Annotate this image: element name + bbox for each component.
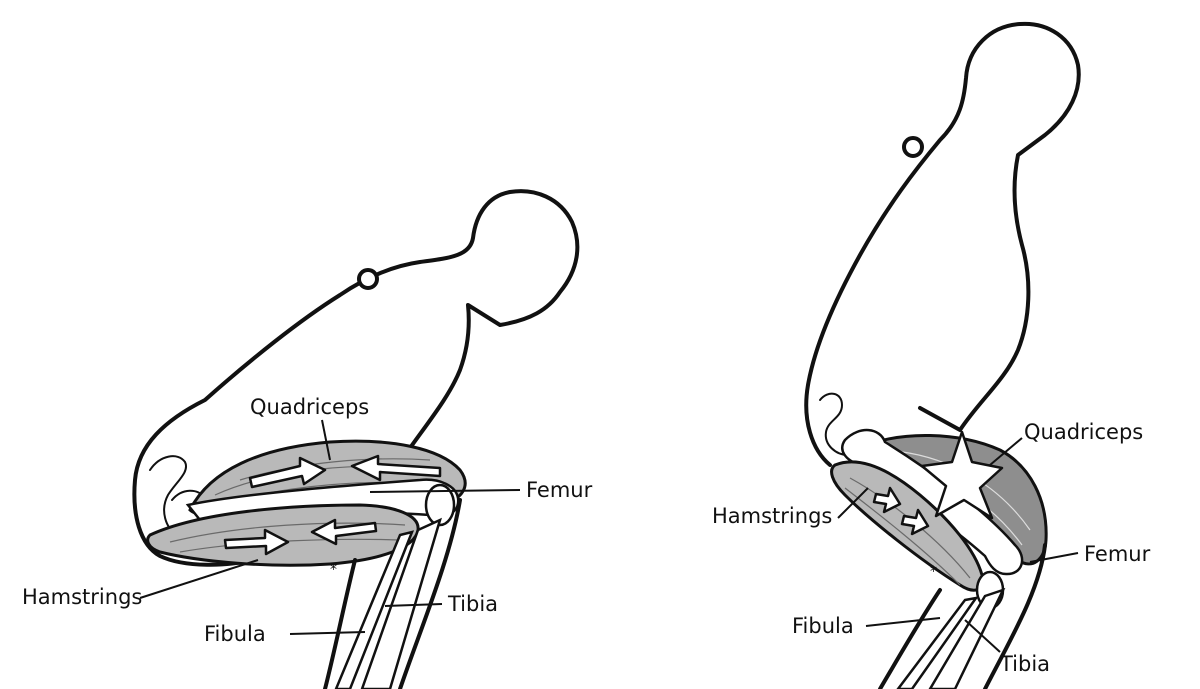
right-hamstrings-arrow-1 [872,486,902,514]
right-shoulder-marker [902,136,924,158]
right-tibia-bone [928,587,1006,689]
left-figure: * Quadriceps Femur Hamstrings Tibia Fibu… [22,189,593,689]
left-quadriceps-arrow-right [248,456,327,489]
svg-text:*: * [930,564,937,580]
right-label-fibula: Fibula [792,614,854,638]
left-hamstrings-arrow-left [310,518,378,546]
left-label-quadriceps: Quadriceps [250,395,369,419]
right-figure: * Quadriceps Hamstrings Femur Fibula Tib… [712,21,1151,689]
right-label-femur: Femur [1084,542,1151,566]
left-knee-cap [424,483,456,527]
left-label-femur: Femur [526,478,593,502]
left-hamstrings-muscle [146,503,420,567]
right-quadriceps-star [920,430,1004,520]
right-label-quadriceps: Quadriceps [1024,420,1143,444]
right-hamstrings-arrow-2 [900,508,930,536]
left-pelvis [149,455,188,537]
left-label-hamstrings: Hamstrings [22,585,142,609]
left-quadriceps-arrow-left [350,454,442,482]
right-fibula-bone [896,596,979,689]
left-hamstrings-arrow-right [223,528,290,556]
right-label-hamstrings: Hamstrings [712,504,832,528]
svg-text:*: * [330,562,337,578]
right-pelvis [819,392,849,456]
right-label-tibia: Tibia [999,652,1050,676]
left-label-fibula: Fibula [204,622,266,646]
left-fibula-bone [334,530,415,689]
left-body-outline [132,189,580,567]
left-shoulder-marker [357,268,379,290]
left-label-tibia: Tibia [447,592,498,616]
right-body-outline [804,21,1081,467]
